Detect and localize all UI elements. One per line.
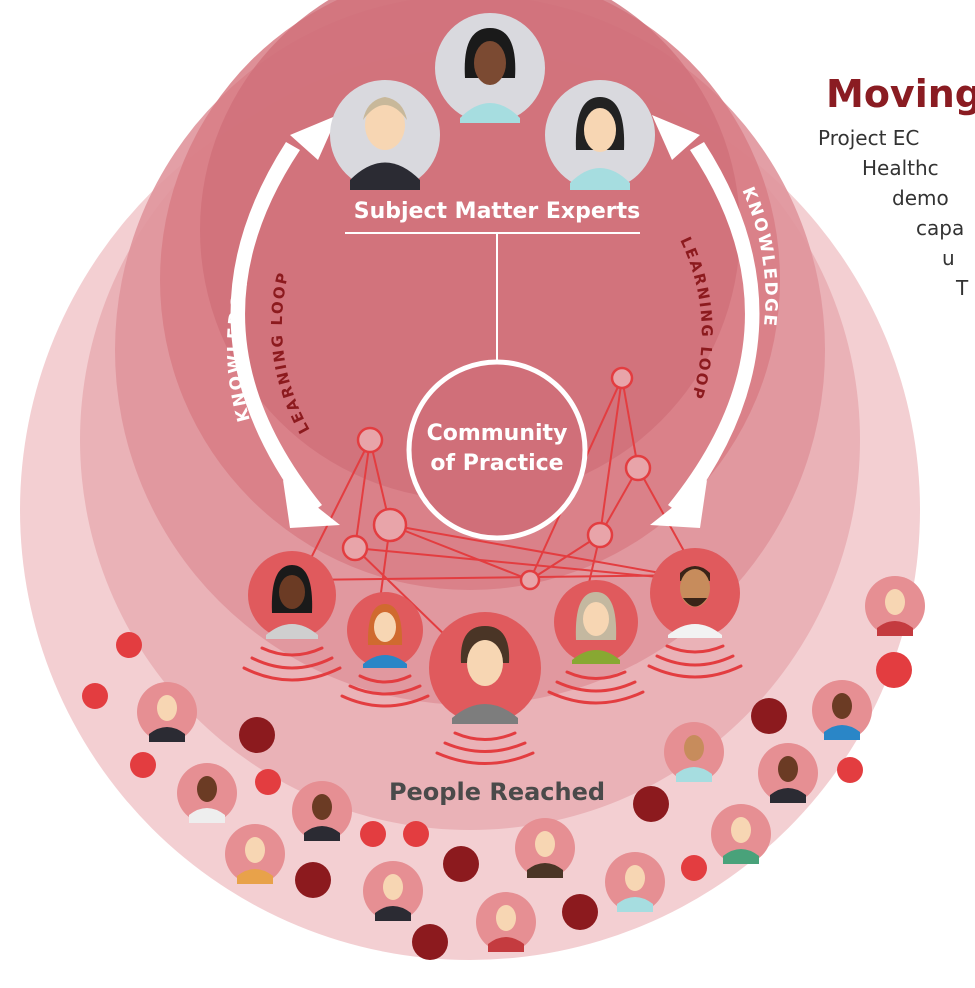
member-avatar-1: [248, 551, 336, 639]
page-heading: Moving: [826, 72, 975, 116]
reached-avatar-3: [225, 824, 285, 884]
label-people-reached: People Reached: [389, 778, 605, 806]
expert-avatar-left: [330, 80, 440, 190]
expert-avatar-center: [435, 13, 545, 123]
community-of-practice-circle: [406, 359, 588, 541]
reached-avatar-5: [363, 861, 423, 921]
reached-avatar-11: [758, 743, 818, 803]
label-community-line2: of Practice: [430, 451, 563, 476]
reached-avatar-4: [292, 781, 352, 841]
signal-waves: [242, 644, 743, 765]
network-nodes: [341, 366, 652, 591]
reached-avatar-1: [137, 682, 197, 742]
knowledge-loop-right: [650, 115, 760, 528]
intro-line-4: capa: [916, 216, 965, 240]
reached-avatar-12: [812, 680, 872, 740]
reached-avatar-6: [476, 892, 536, 952]
expert-avatar-right: [545, 80, 655, 190]
intro-line-1: Project EC: [818, 126, 920, 150]
reached-dots: [82, 632, 912, 960]
intro-line-3: demo: [892, 186, 949, 210]
intro-line-5: u: [942, 246, 955, 270]
reached-avatar-10: [711, 804, 771, 864]
reached-avatar-9: [664, 722, 724, 782]
reached-avatar-13: [865, 576, 925, 636]
label-community-line1: Community: [427, 421, 568, 446]
member-avatar-2: [347, 592, 423, 668]
reached-avatar-7: [515, 818, 575, 878]
intro-line-6: T: [956, 276, 969, 300]
member-avatar-4: [554, 580, 638, 664]
member-avatar-3: [429, 612, 541, 724]
label-subject-matter-experts: Subject Matter Experts: [354, 199, 640, 224]
reached-avatar-8: [605, 852, 665, 912]
intro-line-2: Healthc: [862, 156, 939, 180]
knowledge-loop-left: [230, 115, 340, 528]
member-avatar-5: [650, 548, 740, 638]
reached-avatar-2: [177, 763, 237, 823]
